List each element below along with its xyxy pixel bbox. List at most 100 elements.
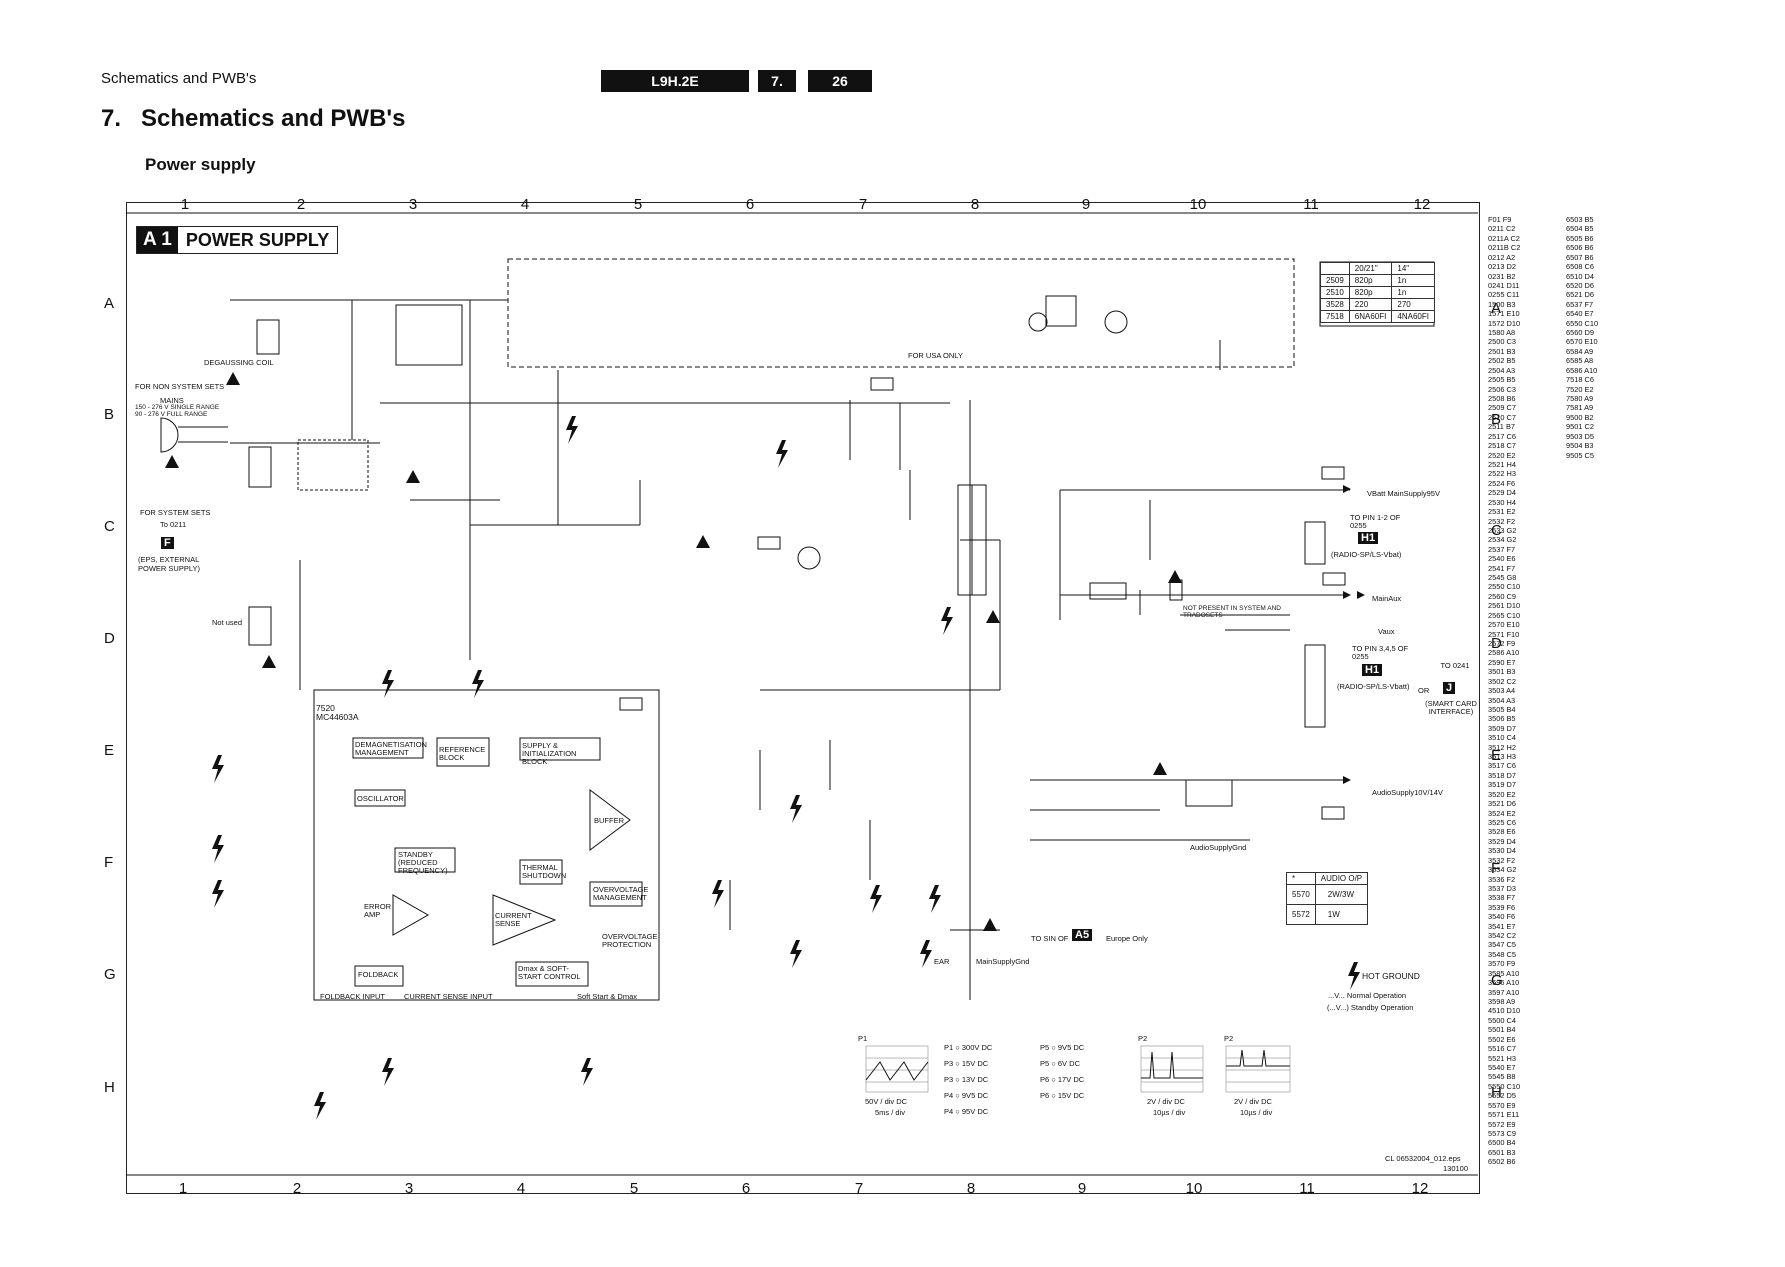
index-entry: 6507 B6 xyxy=(1566,252,1594,262)
index-entry: 3506 B5 xyxy=(1488,714,1516,724)
schematic-frame xyxy=(126,202,1480,1194)
index-entry: 2561 D10 xyxy=(1488,601,1521,611)
grid-col-label: 6 xyxy=(745,196,755,213)
table-cell: 6NA60FI xyxy=(1348,310,1393,323)
f-tag: F xyxy=(161,537,174,549)
scope-scale: 50V / div DC xyxy=(865,1097,908,1106)
index-entry: 6504 B5 xyxy=(1566,224,1594,234)
table-cell: 2509 xyxy=(1320,274,1350,287)
grid-row-label: H xyxy=(1491,1084,1502,1101)
usa-only-label: FOR USA ONLY xyxy=(908,351,963,360)
eps-external-label: (EPS, EXTERNAL POWER SUPPLY) xyxy=(138,555,200,573)
index-entry: 6520 D6 xyxy=(1566,280,1594,290)
index-entry: 2520 E2 xyxy=(1488,450,1516,460)
audio-table: * AUDIO O/P 5570 2W/3W 5572 1W xyxy=(1286,872,1369,925)
table-row: 5572 1W xyxy=(1286,904,1369,925)
table-cell: 2510 xyxy=(1320,286,1350,299)
grid-col-label: 5 xyxy=(629,1180,639,1197)
diagram-title-text: POWER SUPPLY xyxy=(185,229,330,250)
grid-row-label: E xyxy=(104,742,115,759)
scope-probe: P1 xyxy=(858,1034,868,1043)
index-entry: 2560 C9 xyxy=(1488,591,1516,601)
index-entry: 6500 B4 xyxy=(1488,1138,1516,1148)
probe-item: P4 ○ 9V5 DC xyxy=(944,1091,989,1100)
grid-row-label: B xyxy=(104,406,115,423)
grid-col-label: 6 xyxy=(741,1180,751,1197)
hot-ground-label: HOT GROUND xyxy=(1362,971,1420,981)
grid-col-label: 2 xyxy=(296,196,306,213)
index-entry: 9504 B3 xyxy=(1566,441,1594,451)
probe-item: P4 ○ 95V DC xyxy=(944,1107,989,1116)
grid-row-label: C xyxy=(104,518,115,535)
current-sense-input-label: CURRENT SENSE INPUT xyxy=(404,992,493,1001)
h1-tag-upper: H1 xyxy=(1358,532,1379,544)
index-entry: 3537 D3 xyxy=(1488,883,1516,893)
audio-supply-label: AudioSupply10V/14V xyxy=(1372,788,1443,797)
index-entry: 3570 F9 xyxy=(1488,959,1516,969)
scope-scale: 2V / div DC xyxy=(1147,1097,1185,1106)
index-entry: 3517 C6 xyxy=(1488,761,1516,771)
table-row: 2509 820p 1n xyxy=(1320,274,1435,287)
index-entry: 3518 D7 xyxy=(1488,770,1516,780)
or-label: OR xyxy=(1418,686,1430,695)
normal-operation-label: ...V... Normal Operation xyxy=(1328,991,1407,1000)
heading-number: 7. xyxy=(101,105,122,132)
to-0241-label: TO 0241 xyxy=(1440,661,1470,670)
to-sin-label: TO SIN OF xyxy=(1031,934,1069,943)
index-entry: 0255 C11 xyxy=(1488,290,1520,300)
index-entry: 7518 C6 xyxy=(1566,375,1594,385)
index-entry: 1500 B3 xyxy=(1488,299,1516,309)
scope-probe: P2 xyxy=(1138,1034,1148,1043)
table-cell: 820p xyxy=(1348,286,1393,299)
index-entry: 2529 D4 xyxy=(1488,488,1516,498)
ic-current-sense: CURRENT SENSE xyxy=(495,911,532,928)
index-entry: 0241 D11 xyxy=(1488,280,1520,290)
index-entry: 6506 B6 xyxy=(1566,243,1594,253)
smart-card-label: (SMART CARD INTERFACE) xyxy=(1425,699,1477,716)
index-entry: 6570 E10 xyxy=(1566,337,1598,347)
grid-col-label: 12 xyxy=(1411,1180,1429,1197)
table-cell: 270 xyxy=(1391,298,1435,311)
grid-row-label: A xyxy=(1491,300,1502,317)
index-entry: 2531 E2 xyxy=(1488,507,1516,517)
index-entry: 3521 D6 xyxy=(1488,799,1516,809)
h1-tag-lower: H1 xyxy=(1362,664,1383,676)
index-entry: 3519 D7 xyxy=(1488,780,1516,790)
grid-col-label: 7 xyxy=(858,196,868,213)
index-entry: 3548 C5 xyxy=(1488,949,1516,959)
grid-row-label: F xyxy=(104,854,114,871)
diagram-title: A 1 POWER SUPPLY xyxy=(136,226,339,254)
index-entry: 0211 C2 xyxy=(1488,224,1516,234)
radio-vbat-label: (RADIO-SP/LS-Vbat) xyxy=(1331,550,1402,559)
index-entry: 3598 A9 xyxy=(1488,997,1516,1007)
ic-error-amp: ERROR AMP xyxy=(364,902,392,919)
heading-title: Schematics and PWB's xyxy=(141,105,406,132)
ear-label: EAR xyxy=(934,957,950,966)
index-entry: 3585 A10 xyxy=(1488,968,1520,978)
index-entry: 2518 C7 xyxy=(1488,441,1516,451)
index-entry: 4510 D10 xyxy=(1488,1006,1521,1016)
index-entry: 6550 C10 xyxy=(1566,318,1599,328)
to-pin12-label: TO PIN 1-2 OF 0255 xyxy=(1350,513,1401,530)
table-row: 3528 220 270 xyxy=(1320,298,1435,311)
grid-col-label: 10 xyxy=(1189,196,1207,213)
index-entry: 6585 A8 xyxy=(1566,356,1594,366)
index-entry: 5500 C4 xyxy=(1488,1015,1516,1025)
index-entry: 5540 E7 xyxy=(1488,1062,1516,1072)
footer-date: 130100 xyxy=(1443,1164,1469,1173)
mains-range1-label: 150 - 276 V SINGLE RANGE xyxy=(135,404,220,411)
index-entry: 3505 B4 xyxy=(1488,704,1516,714)
soft-start-label: Soft Start & Dmax xyxy=(577,992,638,1001)
index-entry: 5570 E9 xyxy=(1488,1100,1516,1110)
index-entry: 9501 C2 xyxy=(1566,422,1594,432)
mains-label: MAINS xyxy=(160,396,184,405)
index-entry: 3501 B3 xyxy=(1488,667,1516,677)
non-system-label: FOR NON SYSTEM SETS xyxy=(135,382,225,391)
probe-legend-col1: P1 ○ 300V DC P3 ○ 15V DC P3 ○ 13V DC P4 … xyxy=(944,1040,992,1120)
index-entry: 2508 B6 xyxy=(1488,394,1516,404)
index-entry: 2570 E10 xyxy=(1488,620,1520,630)
europe-only-label: Europe Only xyxy=(1106,934,1148,943)
to-pin345-label: TO PIN 3,4,5 OF 0255 xyxy=(1352,644,1409,661)
index-entry: 2533 G2 xyxy=(1488,525,1517,535)
